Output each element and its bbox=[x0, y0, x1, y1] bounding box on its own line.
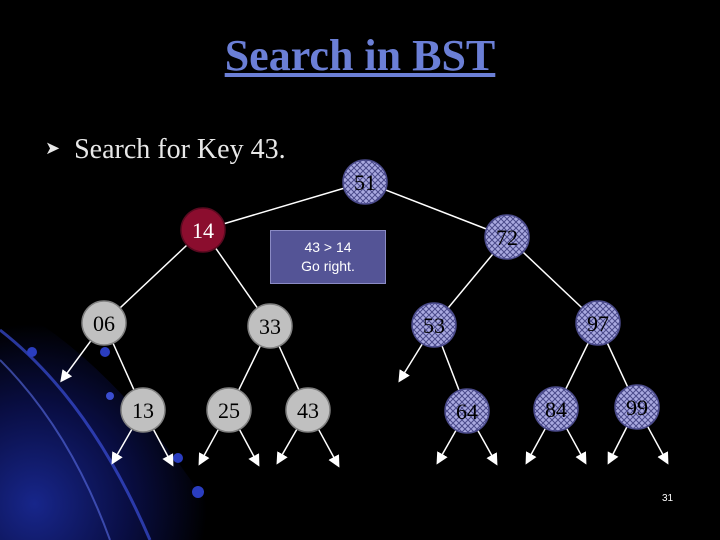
node-key-label: 99 bbox=[626, 395, 648, 420]
null-child-pointer bbox=[398, 343, 424, 383]
node-key-label: 13 bbox=[132, 398, 154, 423]
null-child-pointer bbox=[152, 429, 174, 467]
node-key-label: 43 bbox=[297, 398, 319, 423]
null-child-pointer bbox=[238, 429, 260, 467]
arrowhead-bullet-icon: ➤ bbox=[45, 138, 61, 159]
node-circle bbox=[575, 300, 621, 346]
null-child-pointer bbox=[646, 425, 669, 465]
node-circle bbox=[614, 384, 660, 430]
node-key-label: 72 bbox=[496, 225, 518, 250]
node-key-label: 51 bbox=[354, 170, 376, 195]
null-child-pointer bbox=[317, 428, 340, 468]
bullet-text: Search for Key 43. bbox=[74, 134, 286, 165]
tree-node-13: 13 bbox=[120, 387, 166, 433]
tree-node-99: 99 bbox=[614, 384, 660, 430]
node-key-label: 25 bbox=[218, 398, 240, 423]
tree-node-97: 97 bbox=[575, 300, 621, 346]
null-child-pointer bbox=[477, 429, 498, 466]
node-key-label: 14 bbox=[192, 218, 214, 243]
node-circle bbox=[206, 387, 252, 433]
null-child-pointer bbox=[436, 429, 457, 465]
null-child-pointer bbox=[60, 340, 92, 383]
null-child-pointer bbox=[607, 426, 628, 465]
page-number: 31 bbox=[662, 493, 674, 504]
tree-node-84: 84 bbox=[533, 386, 579, 432]
tree-node-51: 51 bbox=[342, 159, 388, 205]
tree-node-14: 14 bbox=[180, 207, 226, 253]
tree-node-25: 25 bbox=[206, 387, 252, 433]
tree-edge bbox=[202, 181, 366, 231]
node-circle bbox=[533, 386, 579, 432]
node-circle bbox=[342, 159, 388, 205]
null-child-pointer bbox=[525, 427, 547, 465]
null-child-pointer bbox=[111, 428, 133, 465]
node-key-label: 53 bbox=[423, 313, 445, 338]
tree-node-64: 64 bbox=[444, 388, 490, 434]
node-circle bbox=[247, 303, 293, 349]
node-key-label: 33 bbox=[259, 314, 281, 339]
callout-line-1: 43 > 14 bbox=[304, 239, 352, 255]
null-child-pointer bbox=[565, 427, 587, 465]
null-child-pointer bbox=[276, 428, 298, 465]
tree-node-43: 43 bbox=[285, 387, 331, 433]
node-circle bbox=[411, 302, 457, 348]
tree-node-72: 72 bbox=[484, 214, 530, 260]
callout-line-2: Go right. bbox=[301, 258, 355, 274]
node-circle bbox=[285, 387, 331, 433]
tree-node-53: 53 bbox=[411, 302, 457, 348]
node-circle bbox=[180, 207, 226, 253]
slide-title: Search in BST bbox=[224, 31, 496, 80]
null-child-pointer bbox=[198, 428, 220, 466]
node-key-label: 97 bbox=[587, 311, 609, 336]
bullet-item: ➤ Search for Key 43. bbox=[45, 134, 286, 166]
tree-edge bbox=[364, 181, 508, 238]
tree-node-06: 06 bbox=[81, 300, 127, 346]
node-circle bbox=[444, 388, 490, 434]
comparison-callout: 43 > 14 Go right. bbox=[270, 230, 386, 284]
node-circle bbox=[81, 300, 127, 346]
node-circle bbox=[484, 214, 530, 260]
node-key-label: 84 bbox=[545, 397, 567, 422]
node-key-label: 06 bbox=[93, 311, 115, 336]
node-circle bbox=[120, 387, 166, 433]
node-key-label: 64 bbox=[456, 399, 478, 424]
tree-node-33: 33 bbox=[247, 303, 293, 349]
